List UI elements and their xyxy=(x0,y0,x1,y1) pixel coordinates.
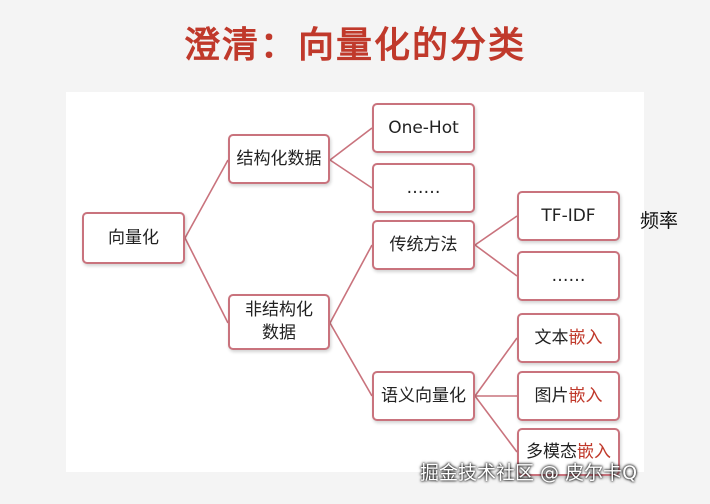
node-structured-data: 结构化数据 xyxy=(228,134,330,184)
frequency-note: 频率 xyxy=(640,210,679,232)
node-unstructured-data: 非结构化数据 xyxy=(228,294,330,350)
node-label: 非结构化数据 xyxy=(245,300,313,343)
node-label: TF-IDF xyxy=(541,205,596,226)
link-semantic-text xyxy=(474,337,518,397)
node-label: 传统方法 xyxy=(389,234,458,255)
link-unstructured-traditional xyxy=(329,244,373,324)
page-title: 澄清：向量化的分类 xyxy=(183,25,526,66)
node-tf-idf: TF-IDF xyxy=(517,191,620,241)
node-ellipsis-traditional: …… xyxy=(517,251,620,301)
node-ellipsis-structured: …… xyxy=(372,163,475,213)
node-one-hot: One-Hot xyxy=(372,103,475,153)
link-semantic-multimodal xyxy=(474,395,518,453)
node-label-accent: 嵌入 xyxy=(568,385,603,406)
link-traditional-tfidf xyxy=(474,215,518,246)
link-root-structured xyxy=(184,159,229,239)
node-label: …… xyxy=(551,265,586,286)
node-label-prefix: 文本 xyxy=(534,327,569,348)
node-multimodal-embedding: 多模态嵌入 xyxy=(517,428,620,476)
node-label: 语义向量化 xyxy=(381,385,466,406)
node-label-prefix: 多模态 xyxy=(526,441,577,462)
node-label-accent: 嵌入 xyxy=(577,441,611,462)
link-unstructured-semantic xyxy=(329,322,373,397)
node-label: 向量化 xyxy=(108,227,159,248)
node-image-embedding: 图片嵌入 xyxy=(517,371,620,421)
node-text-embedding: 文本嵌入 xyxy=(517,313,620,363)
footer-watermark: 掘金技术社区 @ 皮尔卡Q xyxy=(420,462,638,484)
link-structured-onehot xyxy=(329,127,373,161)
node-label: 结构化数据 xyxy=(236,148,322,169)
node-label: …… xyxy=(406,177,441,198)
node-label: One-Hot xyxy=(388,117,459,138)
node-traditional-methods: 传统方法 xyxy=(372,220,475,270)
node-vectorization: 向量化 xyxy=(82,212,185,264)
node-label-prefix: 图片 xyxy=(534,385,569,406)
node-semantic-vectorization: 语义向量化 xyxy=(372,371,475,421)
link-structured-dots xyxy=(329,159,373,189)
link-root-unstructured xyxy=(184,237,229,324)
node-label-accent: 嵌入 xyxy=(568,327,603,348)
link-traditional-dots xyxy=(474,244,518,277)
